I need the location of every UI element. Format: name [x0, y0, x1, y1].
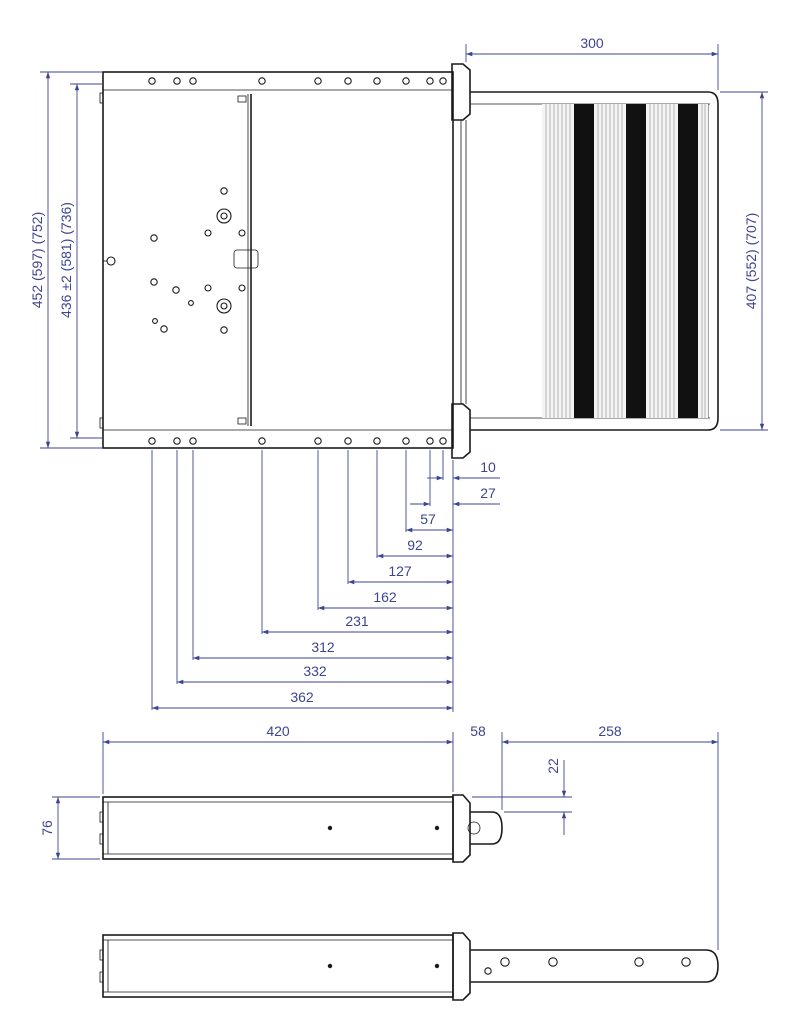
- dim-height-inner: 436 ±2 (581) (736): [58, 202, 74, 318]
- side-housing-1: [102, 796, 454, 860]
- side-view-extended: [99, 932, 719, 1001]
- dim-length-420: 420: [266, 723, 290, 739]
- side-view-dimensions: 420 58 258 22 76: [39, 723, 719, 950]
- top-view-dimensions: 300 452 (597) (752) 436 ±2 (581) (736) 4…: [29, 35, 768, 449]
- dim-offset-312: 312: [311, 639, 335, 655]
- dim-offset-57: 57: [420, 511, 436, 527]
- dim-offset-92: 92: [407, 537, 423, 553]
- dim-offset-332: 332: [303, 663, 327, 679]
- tread-strip-1: [574, 104, 594, 418]
- side-end-cap-1: [452, 794, 471, 863]
- extended-arm: [470, 949, 719, 983]
- dim-height-right: 407 (552) (707): [743, 213, 759, 310]
- top-view: 300 452 (597) (752) 436 ±2 (581) (736) 4…: [29, 35, 768, 712]
- tread-strip-3: [678, 104, 698, 418]
- hole-offset-dimensions: 10 27 57 92 127 162 231 312 332: [151, 450, 500, 712]
- dim-offset-231: 231: [345, 613, 369, 629]
- dim-extension-258: 258: [598, 723, 622, 739]
- side-step-nose: [470, 811, 503, 845]
- center-slot: [233, 249, 259, 269]
- side-housing-2: [102, 934, 454, 998]
- tread-strip-2: [626, 104, 646, 418]
- rail-holes-bottom: [148, 437, 447, 445]
- dim-height-outer: 452 (597) (752): [29, 212, 45, 309]
- dim-offset-162: 162: [373, 589, 397, 605]
- end-bracket-bottom: [451, 403, 471, 459]
- rail-holes-top: [148, 77, 447, 85]
- tread-slats: [545, 104, 706, 418]
- arm-holes: [484, 957, 691, 975]
- plate-holes: [150, 95, 259, 425]
- housing-outline: [102, 71, 454, 449]
- side-end-cap-2: [452, 932, 471, 1001]
- end-bracket-top: [451, 63, 471, 121]
- extended-step: [470, 91, 719, 431]
- dim-offset-27: 27: [480, 485, 496, 501]
- dim-offset-58: 58: [470, 723, 486, 739]
- dim-drop-22: 22: [545, 758, 561, 774]
- lock-knob: [106, 256, 116, 266]
- dim-height-76: 76: [39, 820, 55, 836]
- dim-offset-10: 10: [480, 459, 496, 475]
- dim-offset-127: 127: [388, 563, 412, 579]
- side-view-retracted: 420 58 258 22 76: [39, 723, 719, 950]
- dim-width-300: 300: [580, 35, 604, 51]
- dim-offset-362: 362: [290, 689, 314, 705]
